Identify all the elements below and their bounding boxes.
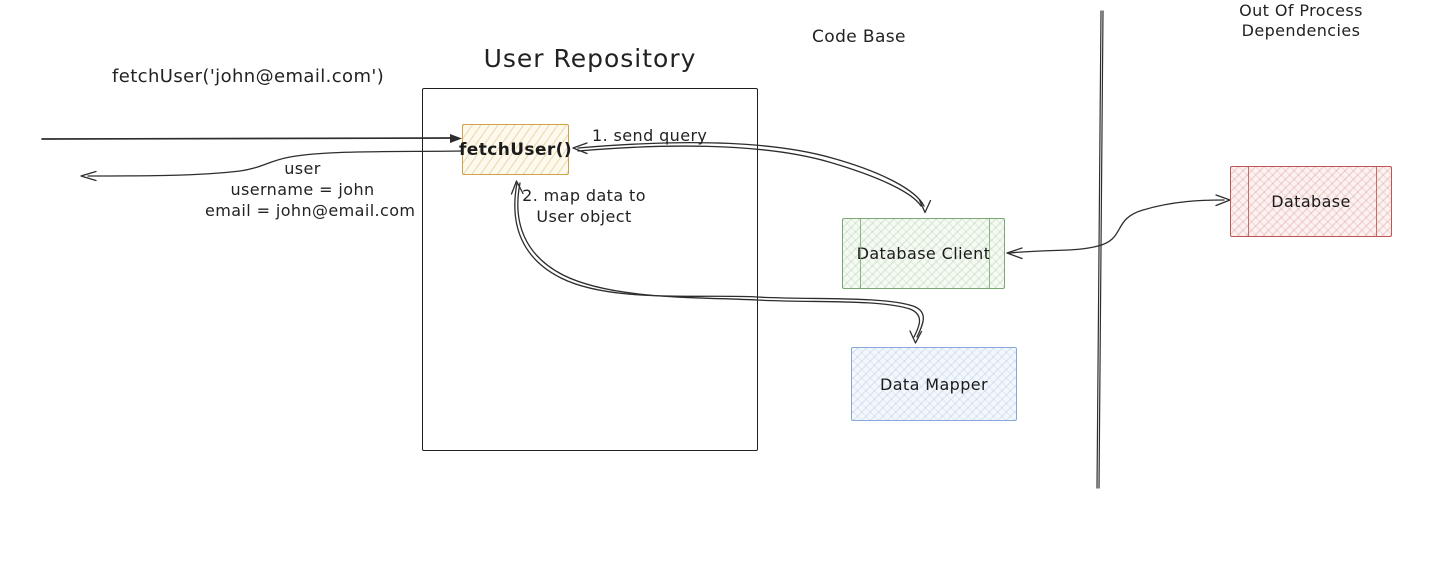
- call-arrow: [41, 134, 462, 143]
- return-annotation-line3: email = john@email.com: [205, 201, 416, 220]
- step2-map-data-label: 2. map data to User object: [518, 185, 650, 227]
- return-annotation: user username = john email = john@email.…: [205, 158, 416, 221]
- step2-label-line1: 2. map data to: [522, 186, 646, 205]
- out-of-process-heading-line2: Dependencies: [1241, 21, 1361, 40]
- database-client-right-bar: [988, 219, 990, 288]
- return-annotation-line1: user: [284, 159, 321, 178]
- database-left-bar: [1248, 167, 1250, 236]
- data-mapper-node: Data Mapper: [851, 347, 1017, 421]
- database-client-left-bar: [860, 219, 862, 288]
- database-node-label: Database: [1271, 192, 1351, 211]
- fetchuser-node: fetchUser(): [459, 124, 573, 175]
- database-node: Database: [1230, 166, 1392, 237]
- data-mapper-node-label: Data Mapper: [879, 374, 989, 394]
- code-base-heading: Code Base: [812, 27, 906, 47]
- user-repository-box: [422, 88, 758, 451]
- database-client-node-label: Database Client: [856, 244, 991, 263]
- step1-send-query-label: 1. send query: [592, 126, 708, 145]
- return-annotation-line2: username = john: [230, 180, 375, 199]
- process-boundary-line: [1096, 10, 1104, 489]
- return-arrow: [80, 150, 463, 182]
- user-repository-title: User Repository: [483, 44, 697, 73]
- map-data-arrow: [510, 180, 924, 344]
- out-of-process-heading-line1: Out Of Process: [1239, 1, 1363, 20]
- database-client-node: Database Client: [842, 218, 1005, 289]
- db-roundtrip-arrow: [1006, 194, 1231, 260]
- fetchuser-node-label: fetchUser(): [459, 139, 573, 160]
- call-annotation: fetchUser('john@email.com'): [112, 66, 385, 87]
- step2-label-line2: User object: [536, 207, 632, 226]
- out-of-process-heading: Out Of Process Dependencies: [1196, 1, 1406, 41]
- send-query-arrow: [572, 142, 932, 214]
- database-right-bar: [1375, 167, 1377, 236]
